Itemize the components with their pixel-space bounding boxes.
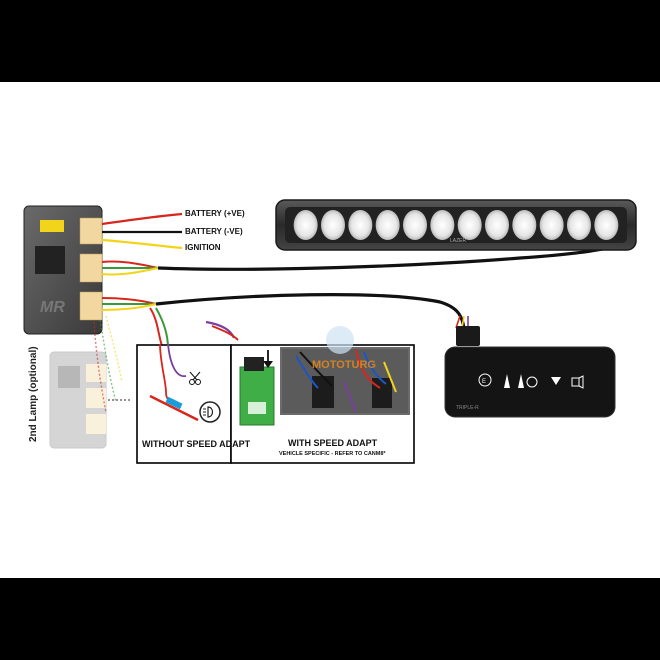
without-speed-title: WITHOUT SPEED ADAPT	[142, 439, 251, 449]
battery-negative-label: BATTERY (-VE)	[185, 227, 243, 236]
lightbar-lens	[375, 210, 400, 240]
lightbar-wires	[101, 260, 159, 276]
watermark: MOTOTURG	[312, 359, 376, 371]
mode-triangle2-icon	[518, 374, 524, 388]
speed-wires	[149, 307, 169, 349]
battery-positive-label: BATTERY (+VE)	[185, 209, 245, 218]
lightbar-brand: LAZER	[450, 238, 467, 244]
lightbar-lens	[293, 210, 318, 240]
controller-brand: TRIPLE-R	[456, 405, 479, 411]
ignition-label: IGNITION	[185, 243, 221, 252]
lightbar-lens	[512, 210, 537, 240]
scissors-icon	[189, 371, 201, 385]
lightbar-lens	[457, 210, 482, 240]
second-lamp-module	[49, 351, 107, 449]
lightbar-lens	[430, 210, 455, 240]
light-bar: LAZER	[275, 199, 637, 251]
with-speed-subtitle: VEHICLE SPECIFIC - REFER TO CANM8*	[279, 451, 386, 457]
lightbar-lens	[567, 210, 591, 240]
relay-module: MR	[23, 205, 103, 335]
arrow-down-icon	[263, 350, 273, 368]
second-lamp-label: 2nd Lamp (optional)	[28, 346, 39, 442]
watermark-logo	[326, 326, 354, 354]
controller-wires	[101, 297, 157, 311]
power-wires	[101, 212, 183, 250]
fuse-icon	[40, 220, 64, 232]
mode-triangle-icon	[504, 374, 510, 388]
lightbar-lens	[403, 210, 427, 240]
wiring-diagram: MR	[0, 82, 660, 578]
speed-adapt-module	[239, 366, 275, 426]
headlight-icon	[199, 401, 221, 423]
with-speed-title: WITH SPEED ADAPT	[288, 438, 378, 448]
lightbar-lens	[485, 210, 509, 240]
lightbar-lens	[539, 210, 564, 240]
lightbar-lens	[348, 210, 373, 240]
speedometer-icon	[526, 376, 538, 388]
diagram-svg: MR	[23, 199, 637, 464]
dim-down-icon	[551, 377, 561, 385]
svg-text:E: E	[482, 379, 486, 385]
horn-icon	[571, 375, 584, 389]
lightbar-lens	[594, 210, 619, 240]
power-button-icon: E	[478, 373, 492, 387]
svg-text:MR: MR	[40, 299, 65, 316]
lightbar-lens	[321, 210, 345, 240]
controller: E TRIPLE-R	[444, 326, 616, 418]
controller-cable	[155, 293, 466, 329]
